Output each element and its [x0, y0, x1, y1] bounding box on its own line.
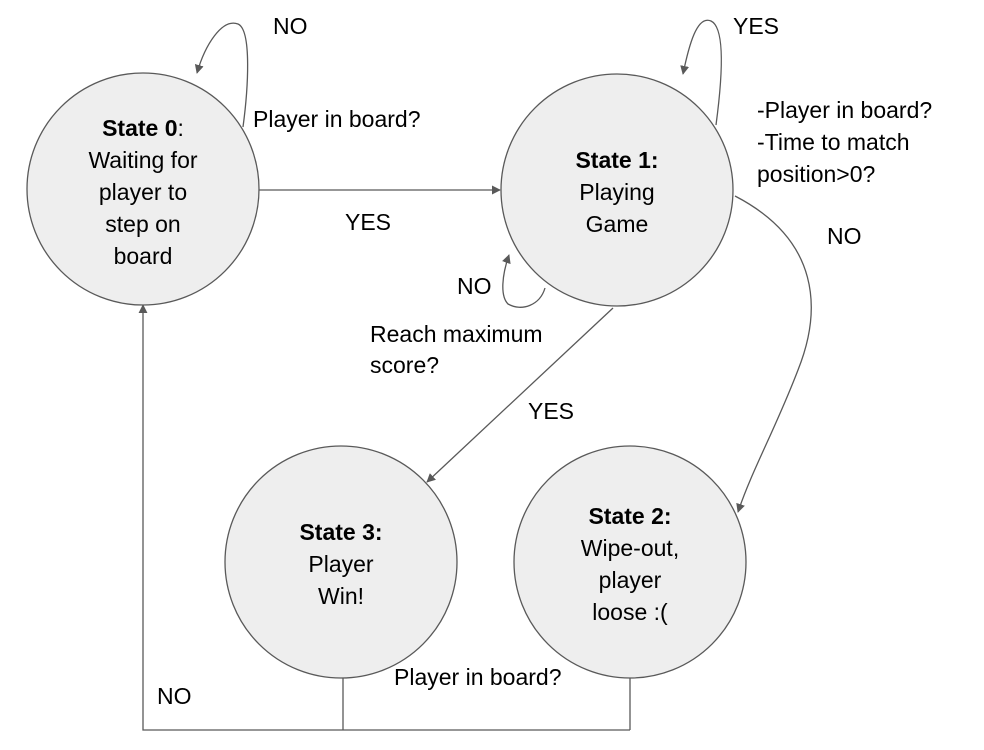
state-2-title: State 2: [588, 503, 671, 529]
edge-s0-self-question: Player in board? [253, 106, 421, 132]
edge-s1-to-s2-answer: NO [827, 223, 862, 249]
state-1-circle [500, 73, 734, 307]
edge-s1-self-top-question-2: -Time to match [757, 129, 910, 155]
edge-s1-self-loop-top [680, 19, 722, 126]
state-2-line-3: loose :( [592, 599, 668, 625]
edge-s0-self-answer: NO [273, 13, 308, 39]
edge-s1-to-s3 [426, 307, 614, 483]
edge-s1-self-bottom-question-1: Reach maximum [370, 321, 543, 347]
state-1-line-1: Playing [579, 179, 654, 205]
state-0-node: State 0: Waiting for player to step on b… [26, 72, 260, 306]
state-3-circle [224, 445, 458, 679]
edge-s1-self-top-question-3: position>0? [757, 161, 875, 187]
edge-s1-self-bottom-answer: NO [457, 273, 492, 299]
state-0-line-1: Waiting for [88, 147, 197, 173]
state-0-circle [26, 72, 260, 306]
state-1-title: State 1: [575, 147, 658, 173]
edge-s0-self-loop [194, 22, 249, 128]
state-1-node: State 1: Playing Game [500, 73, 734, 307]
state-2-circle [513, 445, 747, 679]
state-3-line-2: Win! [318, 583, 364, 609]
edge-s0-to-s1-answer: YES [345, 209, 391, 235]
edge-s1-to-s2 [734, 195, 812, 513]
edge-s1-to-s3-answer: YES [528, 398, 574, 424]
edge-end-to-s0-answer: NO [157, 683, 192, 709]
edge-s1-self-loop-bottom [502, 254, 546, 308]
edge-end-to-s0-question: Player in board? [394, 664, 562, 690]
edge-s1-self-top-question-1: -Player in board? [757, 97, 932, 123]
state-2-line-1: Wipe-out, [581, 535, 679, 561]
state-3-line-1: Player [308, 551, 374, 577]
state-0-line-2: player to [99, 179, 187, 205]
state-0-title: State 0: [102, 115, 184, 141]
edge-s1-self-top-answer: YES [733, 13, 779, 39]
state-3-node: State 3: Player Win! [224, 445, 458, 679]
state-2-node: State 2: Wipe-out, player loose :( [513, 445, 747, 679]
edge-s2-s3-to-s0 [143, 305, 631, 731]
edge-s1-self-bottom-question-2: score? [370, 352, 439, 378]
state-3-title: State 3: [299, 519, 382, 545]
state-2-line-2: player [599, 567, 662, 593]
state-0-line-3: step on [105, 211, 180, 237]
state-0-line-4: board [114, 243, 173, 269]
state-1-line-2: Game [586, 211, 649, 237]
